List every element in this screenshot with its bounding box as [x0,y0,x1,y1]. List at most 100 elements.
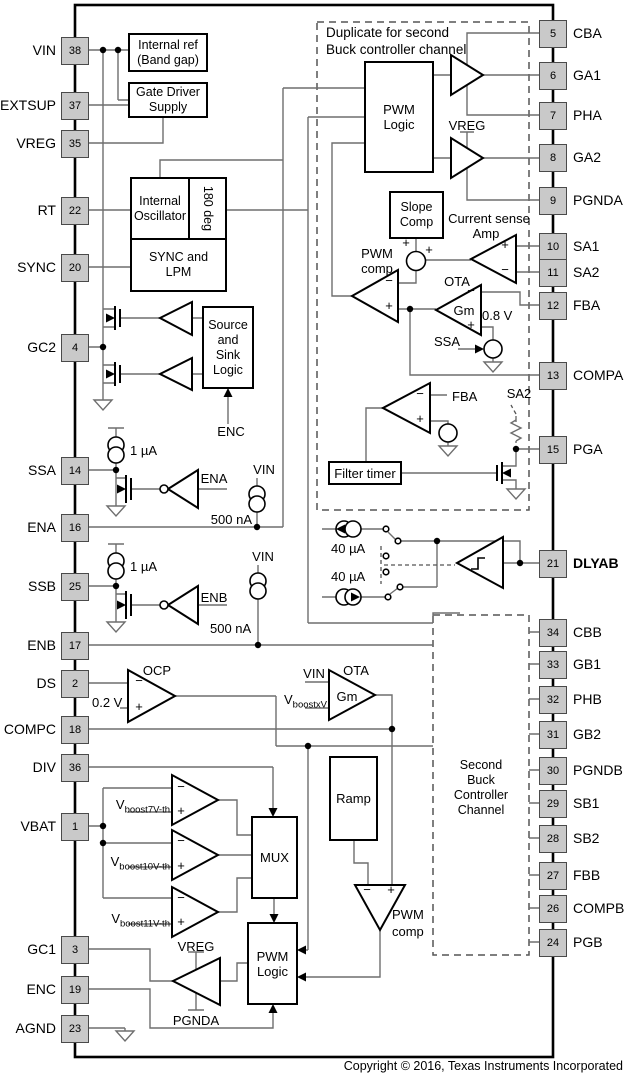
div-to-mux-arrow [268,808,278,817]
pin-square-extsup: 37 [61,92,89,120]
vin-label-ota: VIN [303,666,325,681]
pin-label-sb2: SB2 [573,830,600,846]
vboostxv-label: VboostxV [284,692,327,711]
pin-label-cbb: CBB [573,624,602,640]
na500-label-a: 500 nA [210,512,252,527]
pin-label-phb: PHB [573,691,602,707]
v08-label: 0.8 V [482,308,513,323]
pin-label-pgnda: PGNDA [573,192,623,208]
slope-comp-block: Slope Comp [399,200,434,229]
pin-label-ga1: GA1 [573,67,602,83]
mux-to-pwm-arrow [269,914,279,923]
vboost10-label: Vboost10V-th [110,854,170,873]
ocp-minus: − [135,673,143,688]
pwm-logic-a-block: PWM Logic [383,102,415,132]
mux-block: MUX [260,850,289,865]
ssa-current-source [483,339,503,359]
ua1-label-b: 1 µA [130,559,158,574]
sync-lpm-block: SYNC and LPM [148,250,209,279]
pin-square-compc: 18 [61,716,89,744]
pin-square-pgnda: 9 [539,187,567,215]
pin-label-pgndb: PGNDB [573,762,623,778]
pin-label-ena: ENA [27,519,56,535]
vb11-plus: + [177,914,185,929]
pin-label-compa: COMPA [573,367,624,383]
pin-square-pgndb: 30 [539,757,567,785]
pin-label-pgb: PGB [573,934,603,950]
ssa-arrow [475,344,484,354]
pin-label-rt: RT [37,202,56,218]
pwma-minus: − [385,273,393,288]
fba-label: FBA [452,389,478,404]
pin-square-ena: 16 [61,514,89,542]
schmitt-symbol [471,557,485,570]
pin-square-pga: 15 [539,436,567,464]
comp-to-pwm-arrow [297,972,306,982]
pin-square-pgb: 24 [539,929,567,957]
pwmc-plus: + [387,882,395,897]
pin-square-rt: 22 [61,197,89,225]
cs-minus: − [501,262,509,277]
pwm-comparator-a [349,268,399,324]
vboost7-label: Vboost7V-th [115,797,170,816]
pin-square-pha: 7 [539,102,567,130]
pin-label-ssb: SSB [27,578,56,594]
pin-square-gb1: 33 [539,651,567,679]
pwm-comp-c-label-1: PWM [392,907,424,922]
gate-driver-amp-ga1 [450,53,485,97]
sum-plus-2: + [425,242,433,257]
pin-label-pha: PHA [573,107,602,123]
pin-label-ssa: SSA [27,462,56,478]
pin-label-sb1: SB1 [573,795,600,811]
internal-oscillator-block: Internal Oscillator [133,193,187,223]
gm-c-label: Gm [336,689,358,704]
pin-label-gc1: GC1 [27,941,56,957]
amp-triangles [127,53,517,1007]
vb10-plus: + [177,858,185,873]
enc-label: ENC [217,424,245,439]
pin-square-ssb: 25 [61,573,89,601]
fba-minus: − [416,386,424,401]
enb-label: ENB [200,590,228,605]
pin-label-compb: COMPB [573,900,625,916]
pin-label-sync: SYNC [17,259,56,275]
pin-square-compb: 26 [539,895,567,923]
current-sense-label-1: Current sense [448,211,530,226]
pin-square-sb2: 28 [539,825,567,853]
pin-square-div: 36 [61,754,89,782]
pin-label-fbb: FBB [573,867,601,883]
resistor-sa2 [509,419,523,442]
fba-plus: + [416,411,424,426]
ena-inverter [166,468,199,510]
source-sink-logic-block: Source and Sink Logic [208,317,248,377]
pin-square-enc: 19 [61,976,89,1004]
gate-driver-supply-block: Gate Driver Supply [136,85,200,114]
ua40-label-a: 40 µA [331,541,366,556]
internal-ref-block: Internal ref (Band gap) [129,34,207,71]
pin-square-fba: 12 [539,292,567,320]
enc-arrow [223,388,233,397]
internal-ref-line1: Internal ref [138,37,198,52]
pin-label-cba: CBA [573,25,602,41]
pin-label-enb: ENB [27,637,56,653]
ota-c [328,668,378,722]
pin-square-gc1: 3 [61,936,89,964]
sum-plus-1: + [402,235,410,250]
pwm-logic-c-block: PWM Logic [256,948,289,979]
deg180-block: 180 deg [201,185,215,232]
pin-label-pga: PGA [573,441,603,457]
block-rects [128,33,444,1005]
vboost10-comparator [171,828,221,882]
ota-minus: − [467,283,475,298]
vreg-label-bottom: VREG [177,939,215,954]
encpin-to-pwm-arrow [268,1004,278,1013]
clock-to-pwm-arrow [297,945,306,955]
pin-square-dlyab: 21 [539,550,567,578]
vboost11-label: Vboost11V-th [111,911,170,930]
duplicate-note-line2: Buck controller channel [326,42,467,57]
sa2-label: SA2 [506,386,532,401]
pwm-comp-a-label-2: comp [361,261,393,276]
gc2-buffer-1 [157,300,193,337]
arrowheads [106,313,511,1013]
